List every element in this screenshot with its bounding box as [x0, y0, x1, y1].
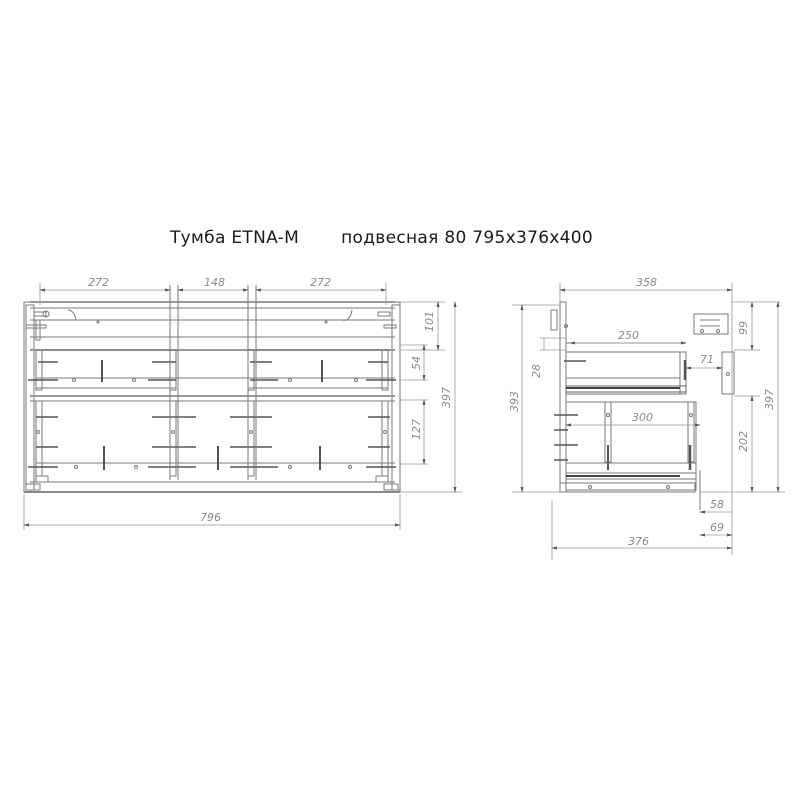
- dim-lower-drawer-height: 127: [410, 419, 423, 440]
- drawing-title: Тумба ETNA-M подвесная 80 795x376x400: [170, 228, 593, 248]
- dim-upper-drawer-depth: 250: [618, 329, 639, 342]
- dim-top-height: 99: [737, 321, 750, 335]
- dim-lower-height: 202: [737, 431, 750, 452]
- side-view-labels: 358 250 300 71 28 393 99 202 397 58 69 3…: [508, 276, 776, 548]
- front-view-dimensions: [23, 283, 462, 530]
- side-view: [550, 301, 735, 510]
- dim-overall-height: 397: [440, 387, 453, 408]
- front-panel: [559, 301, 567, 493]
- dim-right-width: 272: [310, 276, 331, 289]
- dim-upper-drawer-height: 54: [410, 356, 423, 370]
- dim-left-width: 272: [88, 276, 109, 289]
- front-view: [23, 285, 401, 493]
- dim-lower-drawer-depth: 300: [632, 411, 653, 424]
- dim-front-offset-b: 69: [710, 521, 724, 534]
- dim-center-width: 148: [204, 276, 225, 289]
- front-view-labels: 272 148 272 796 101 54 127 397: [88, 276, 453, 524]
- dim-depth-top: 358: [636, 276, 657, 289]
- dim-overall-width: 796: [200, 511, 221, 524]
- dim-bracket-gap: 71: [700, 353, 714, 366]
- dim-front-offset-a: 58: [710, 498, 724, 511]
- product-description: подвесная 80 795x376x400: [341, 228, 594, 248]
- product-name: Тумба ETNA-M: [170, 228, 300, 248]
- dim-offset-left: 28: [530, 364, 543, 378]
- dim-top-panel-height: 101: [423, 311, 436, 332]
- side-view-dimensions: [512, 283, 785, 560]
- dim-inner-height: 393: [508, 391, 521, 412]
- dim-overall-height-side: 397: [763, 389, 776, 410]
- dim-overall-depth: 376: [628, 535, 649, 548]
